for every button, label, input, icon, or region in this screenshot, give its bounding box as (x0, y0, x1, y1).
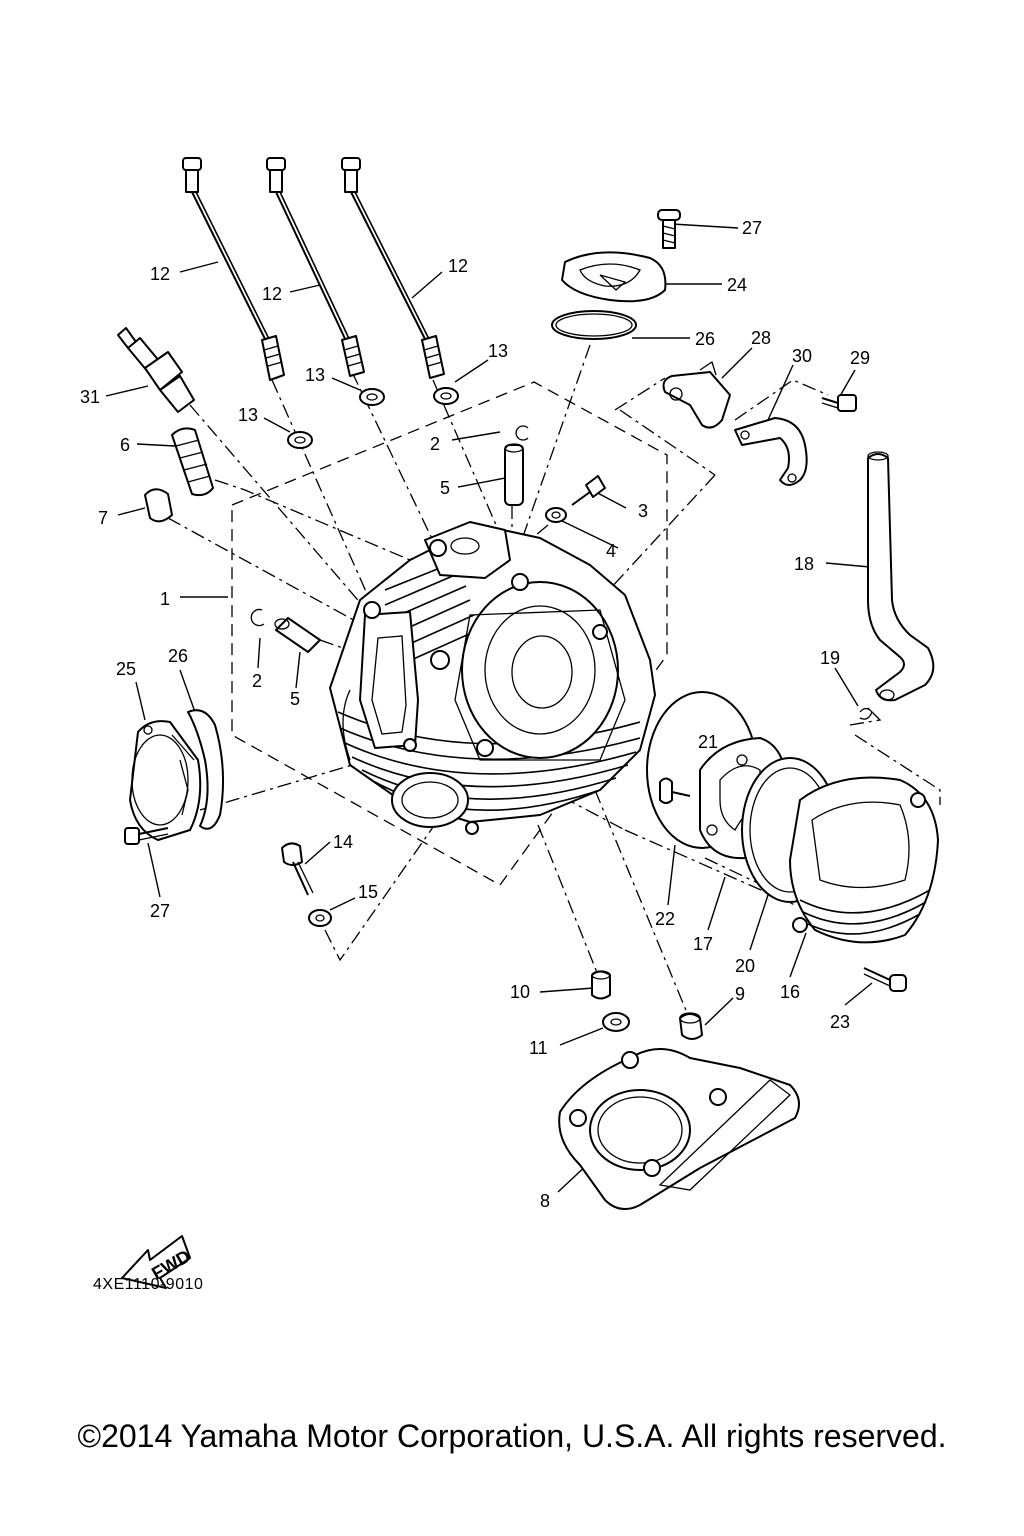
callout-25: 25 (116, 659, 136, 679)
circlips (250, 425, 529, 627)
callout-15: 15 (358, 882, 378, 902)
callout-3: 3 (638, 501, 648, 521)
stud-bolt-right (341, 157, 445, 379)
callout-27: 27 (742, 218, 762, 238)
callout-1: 1 (160, 589, 170, 609)
bolt-14 (281, 842, 314, 896)
diagram-code: 4XE1110-9010 (93, 1276, 204, 1293)
callout-18: 18 (794, 554, 814, 574)
spark-plug (117, 327, 195, 413)
screw-27-top (657, 209, 681, 249)
callout-19: 19 (820, 648, 840, 668)
callout-23: 23 (830, 1012, 850, 1032)
cylinder-cover-16 (789, 776, 939, 944)
rocker-shaft (171, 427, 214, 497)
callout-8: 8 (540, 1191, 550, 1211)
side-cover-25 (129, 720, 202, 841)
callout-9: 9 (735, 984, 745, 1004)
callout-2: 2 (252, 671, 262, 691)
callout-12: 12 (150, 264, 170, 284)
valve-guide-right (504, 443, 524, 506)
breather-hose (867, 451, 935, 702)
callout-16: 16 (780, 982, 800, 1002)
callout-11: 11 (529, 1038, 548, 1058)
callout-30: 30 (792, 346, 812, 366)
head-gasket-8 (558, 1048, 800, 1210)
callout-24: 24 (727, 275, 747, 295)
callout-4: 4 (606, 541, 616, 561)
washers-13 (287, 387, 459, 449)
callout-14: 14 (333, 832, 353, 852)
callout-2: 2 (430, 434, 440, 454)
dowel-9 (679, 1012, 703, 1040)
callout-29: 29 (850, 348, 870, 368)
callout-6: 6 (120, 435, 130, 455)
callout-5: 5 (440, 478, 450, 498)
callout-22: 22 (655, 909, 675, 929)
bolt-29 (821, 394, 857, 412)
callout-20: 20 (735, 956, 755, 976)
screw-21 (659, 777, 691, 804)
callout-13: 13 (305, 365, 325, 385)
callout-31: 31 (80, 387, 100, 407)
cover-cap-24 (561, 251, 667, 303)
callout-26: 26 (695, 329, 715, 349)
gasket-26-left (187, 709, 225, 830)
o-ring-26-top (551, 310, 637, 340)
plate-28 (662, 360, 731, 429)
valve-cap (144, 488, 173, 523)
stud-bolts (182, 157, 445, 381)
callout-labels: 12 12 12 27 24 26 28 30 29 13 13 13 31 6… (80, 218, 870, 1211)
bolt-23 (863, 967, 907, 992)
assembly-boundary (231, 381, 668, 886)
callout-13: 13 (488, 341, 508, 361)
dowel-10 (591, 970, 611, 1000)
callout-26: 26 (168, 646, 188, 666)
callout-17: 17 (693, 934, 713, 954)
valve-guide-left (274, 617, 321, 653)
bolt-3 (571, 475, 606, 506)
callout-21: 21 (698, 732, 718, 752)
callout-13: 13 (238, 405, 258, 425)
callout-28: 28 (751, 328, 771, 348)
stud-bolt-center (266, 157, 365, 377)
stud-bolt-left (182, 157, 285, 381)
screw-27-left (124, 827, 169, 845)
copyright-notice: ©2014 Yamaha Motor Corporation, U.S.A. A… (77, 1418, 947, 1454)
washer-11 (602, 1012, 630, 1032)
callout-12: 12 (262, 284, 282, 304)
bracket-30 (734, 417, 808, 486)
callout-7: 7 (98, 508, 108, 528)
cylinder-head (329, 521, 656, 835)
washer-4 (545, 507, 567, 523)
callout-5: 5 (290, 689, 300, 709)
callout-12: 12 (448, 256, 468, 276)
callout-10: 10 (510, 982, 530, 1002)
clip-19 (859, 707, 873, 720)
washer-15 (308, 909, 332, 927)
callout-27: 27 (150, 901, 170, 921)
